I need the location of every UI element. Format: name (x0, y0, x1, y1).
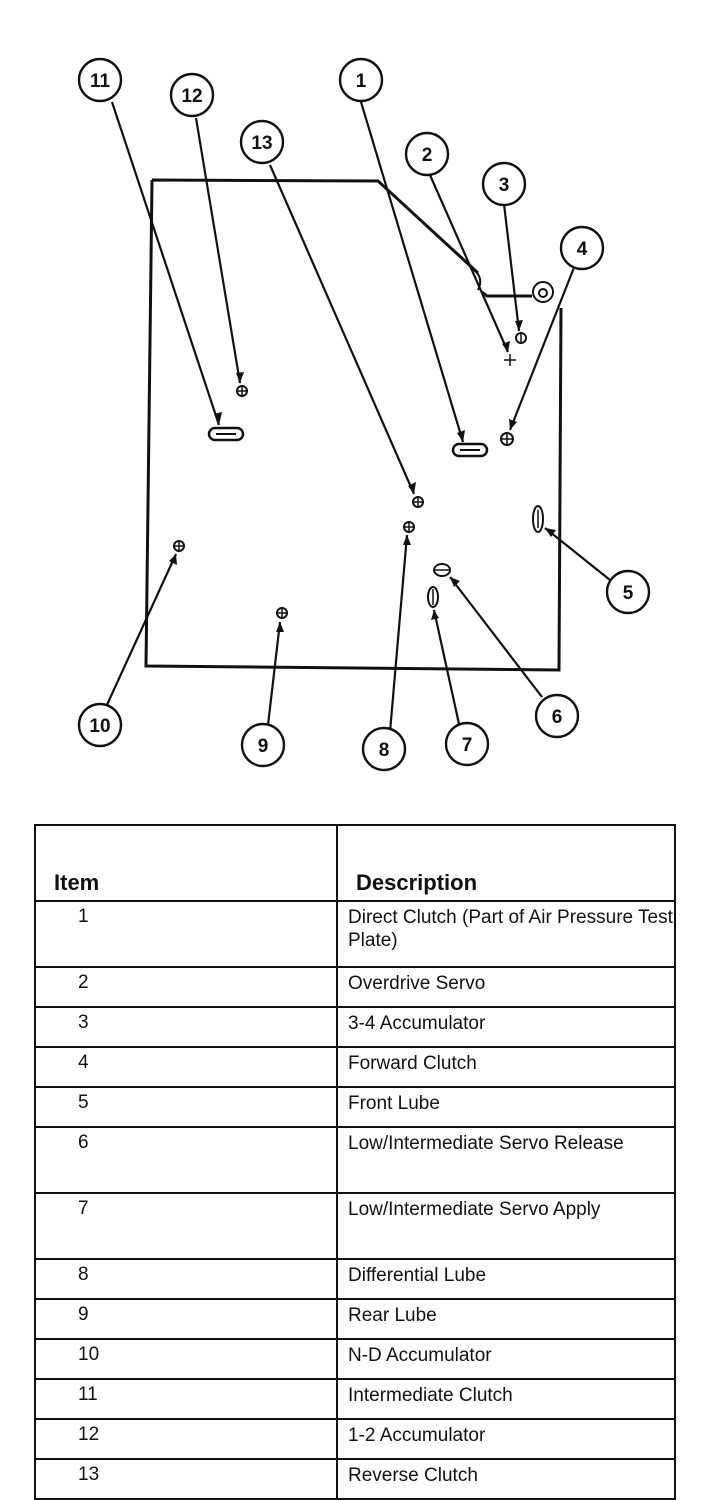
port-2-overdrive-servo (504, 354, 516, 366)
item-number: 10 (34, 1338, 338, 1380)
item-description: Front Lube (336, 1086, 676, 1128)
port-8-differential-lube (403, 521, 415, 533)
callout-label-7: 7 (462, 735, 473, 756)
item-number: 9 (34, 1298, 338, 1340)
leader-lines (104, 101, 611, 733)
callout-circle-6 (534, 693, 580, 739)
callout-label-3: 3 (499, 175, 510, 196)
item-description: Low/Intermediate Servo Release (336, 1126, 676, 1194)
callout-circle-7 (444, 721, 490, 767)
callout-circle-12 (169, 72, 215, 118)
port-12-1-2-accumulator (236, 385, 248, 397)
port-1-direct-clutch (451, 442, 489, 458)
item-number: 3 (34, 1006, 338, 1048)
callout-label-1: 1 (356, 71, 367, 92)
port-9-rear-lube (276, 607, 288, 619)
callout-label-9: 9 (258, 736, 269, 757)
item-number: 11 (34, 1378, 338, 1420)
item-description: Forward Clutch (336, 1046, 676, 1088)
item-description: Reverse Clutch (336, 1458, 676, 1500)
callout-label-5: 5 (623, 583, 634, 604)
callout-circle-2 (404, 131, 450, 177)
callout-label-6: 6 (552, 707, 563, 728)
item-number: 6 (34, 1126, 338, 1194)
item-description: Low/Intermediate Servo Apply (336, 1192, 676, 1260)
callout-label-4: 4 (577, 239, 588, 260)
callout-circle-10 (77, 702, 123, 748)
item-description: Intermediate Clutch (336, 1378, 676, 1420)
port-6-low-intermediate-servo-release (433, 563, 451, 577)
callout-circle-3 (481, 161, 527, 207)
bolt-boss (532, 281, 554, 303)
item-description: 1-2 Accumulator (336, 1418, 676, 1460)
callout-label-11: 11 (90, 71, 111, 92)
port-10-n-d-accumulator (173, 540, 185, 552)
item-number: 4 (34, 1046, 338, 1088)
callout-label-13: 13 (251, 133, 272, 154)
callout-circle-9 (240, 722, 286, 768)
callout-circle-13 (239, 119, 285, 165)
port-3-3-4-accumulator (515, 332, 527, 344)
item-description: Rear Lube (336, 1298, 676, 1340)
callout-label-10: 10 (89, 716, 110, 737)
callout-label-8: 8 (379, 740, 390, 761)
callout-circle-11 (77, 57, 123, 103)
callout-label-12: 12 (181, 86, 202, 107)
port-5-front-lube (532, 505, 544, 533)
callout-circle-5 (605, 569, 651, 615)
item-number: 8 (34, 1258, 338, 1300)
bolt-boss-inner (538, 288, 548, 298)
item-description: Differential Lube (336, 1258, 676, 1300)
item-description: Overdrive Servo (336, 966, 676, 1008)
item-number: 2 (34, 966, 338, 1008)
callout-label-2: 2 (422, 145, 433, 166)
header-description: Description (336, 824, 676, 902)
item-number: 7 (34, 1192, 338, 1260)
port-4-forward-clutch (500, 432, 514, 446)
callout-circle-8 (361, 726, 407, 772)
item-number: 1 (34, 900, 338, 968)
item-description: Direct Clutch (Part of Air Pressure Test… (336, 900, 676, 968)
item-number: 12 (34, 1418, 338, 1460)
port-7-low-intermediate-servo-apply (427, 586, 439, 608)
item-number: 13 (34, 1458, 338, 1500)
callout-circle-1 (338, 57, 384, 103)
item-number: 5 (34, 1086, 338, 1128)
header-item: Item (34, 824, 338, 902)
port-11-intermediate-clutch (207, 426, 245, 442)
case-outline (144, 178, 563, 672)
callout-circle-4 (559, 225, 605, 271)
leader-arrowheads (169, 320, 556, 632)
port-13-reverse-clutch (412, 496, 424, 508)
item-description: 3-4 Accumulator (336, 1006, 676, 1048)
item-description: N-D Accumulator (336, 1338, 676, 1380)
